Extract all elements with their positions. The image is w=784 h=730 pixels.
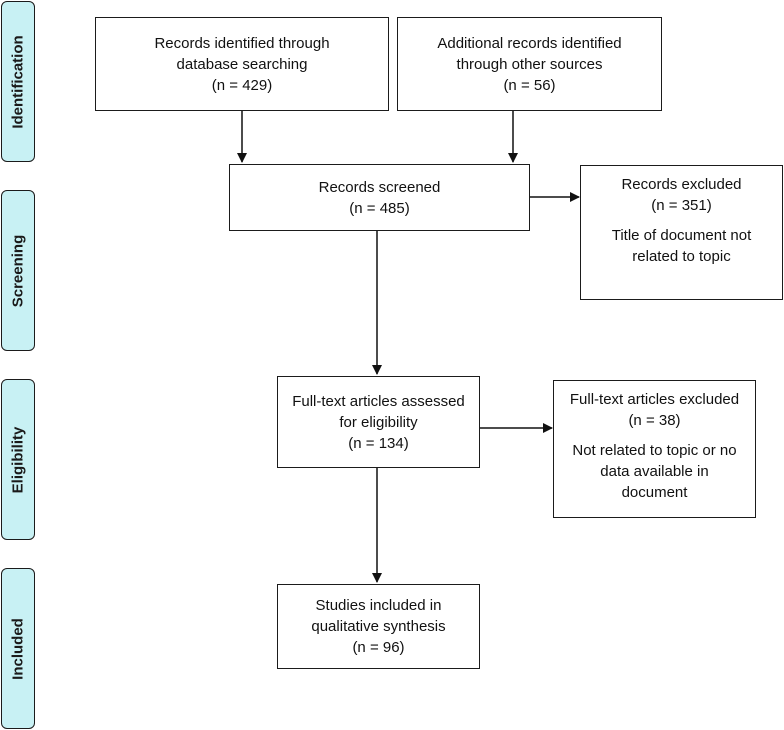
fulltext-assessed-line2: for eligibility — [339, 413, 418, 431]
studies-included-line2: qualitative synthesis — [311, 618, 446, 635]
records-screened-count: (n = 485) — [349, 199, 410, 217]
fulltext-excluded-count: (n = 38) — [628, 412, 681, 429]
other-records-box: Additional records identified through ot… — [397, 17, 662, 111]
fulltext-excluded-reason1: Not related to topic or no — [572, 442, 737, 459]
fulltext-excluded-line1: Full-text articles excluded — [569, 391, 740, 408]
fulltext-excluded-box: Full-text articles excluded (n = 38) Not… — [553, 380, 756, 518]
phase-identification: Identification — [1, 1, 35, 162]
other-records-count: (n = 56) — [503, 76, 556, 94]
phase-included: Included — [1, 568, 35, 729]
database-records-line1: Records identified through — [154, 34, 330, 52]
fulltext-assessed-line1: Full-text articles assessed — [292, 392, 465, 410]
phase-screening: Screening — [1, 190, 35, 351]
studies-included-count: (n = 96) — [352, 639, 405, 656]
records-screened-line1: Records screened — [318, 178, 441, 196]
other-records-line2: through other sources — [456, 55, 603, 73]
database-records-box: Records identified through database sear… — [95, 17, 389, 111]
fulltext-assessed-box: Full-text articles assessed for eligibil… — [277, 376, 480, 468]
database-records-count: (n = 429) — [211, 76, 273, 94]
database-records-line2: database searching — [176, 55, 308, 73]
fulltext-assessed-count: (n = 134) — [348, 434, 409, 452]
records-excluded-reason1: Title of document not — [611, 227, 752, 244]
records-excluded-box: Records excluded (n = 351) Title of docu… — [580, 165, 783, 300]
fulltext-excluded-reason2: data available in — [600, 463, 709, 480]
records-screened-box: Records screened (n = 485) — [229, 164, 530, 231]
records-excluded-reason2: related to topic — [632, 248, 731, 265]
records-excluded-line1: Records excluded — [621, 176, 742, 193]
phase-eligibility: Eligibility — [1, 379, 35, 540]
fulltext-excluded-reason3: document — [621, 484, 688, 501]
studies-included-line1: Studies included in — [315, 597, 442, 614]
records-excluded-count: (n = 351) — [651, 197, 712, 214]
studies-included-box: Studies included in qualitative synthesi… — [277, 584, 480, 669]
other-records-line1: Additional records identified — [437, 34, 622, 52]
